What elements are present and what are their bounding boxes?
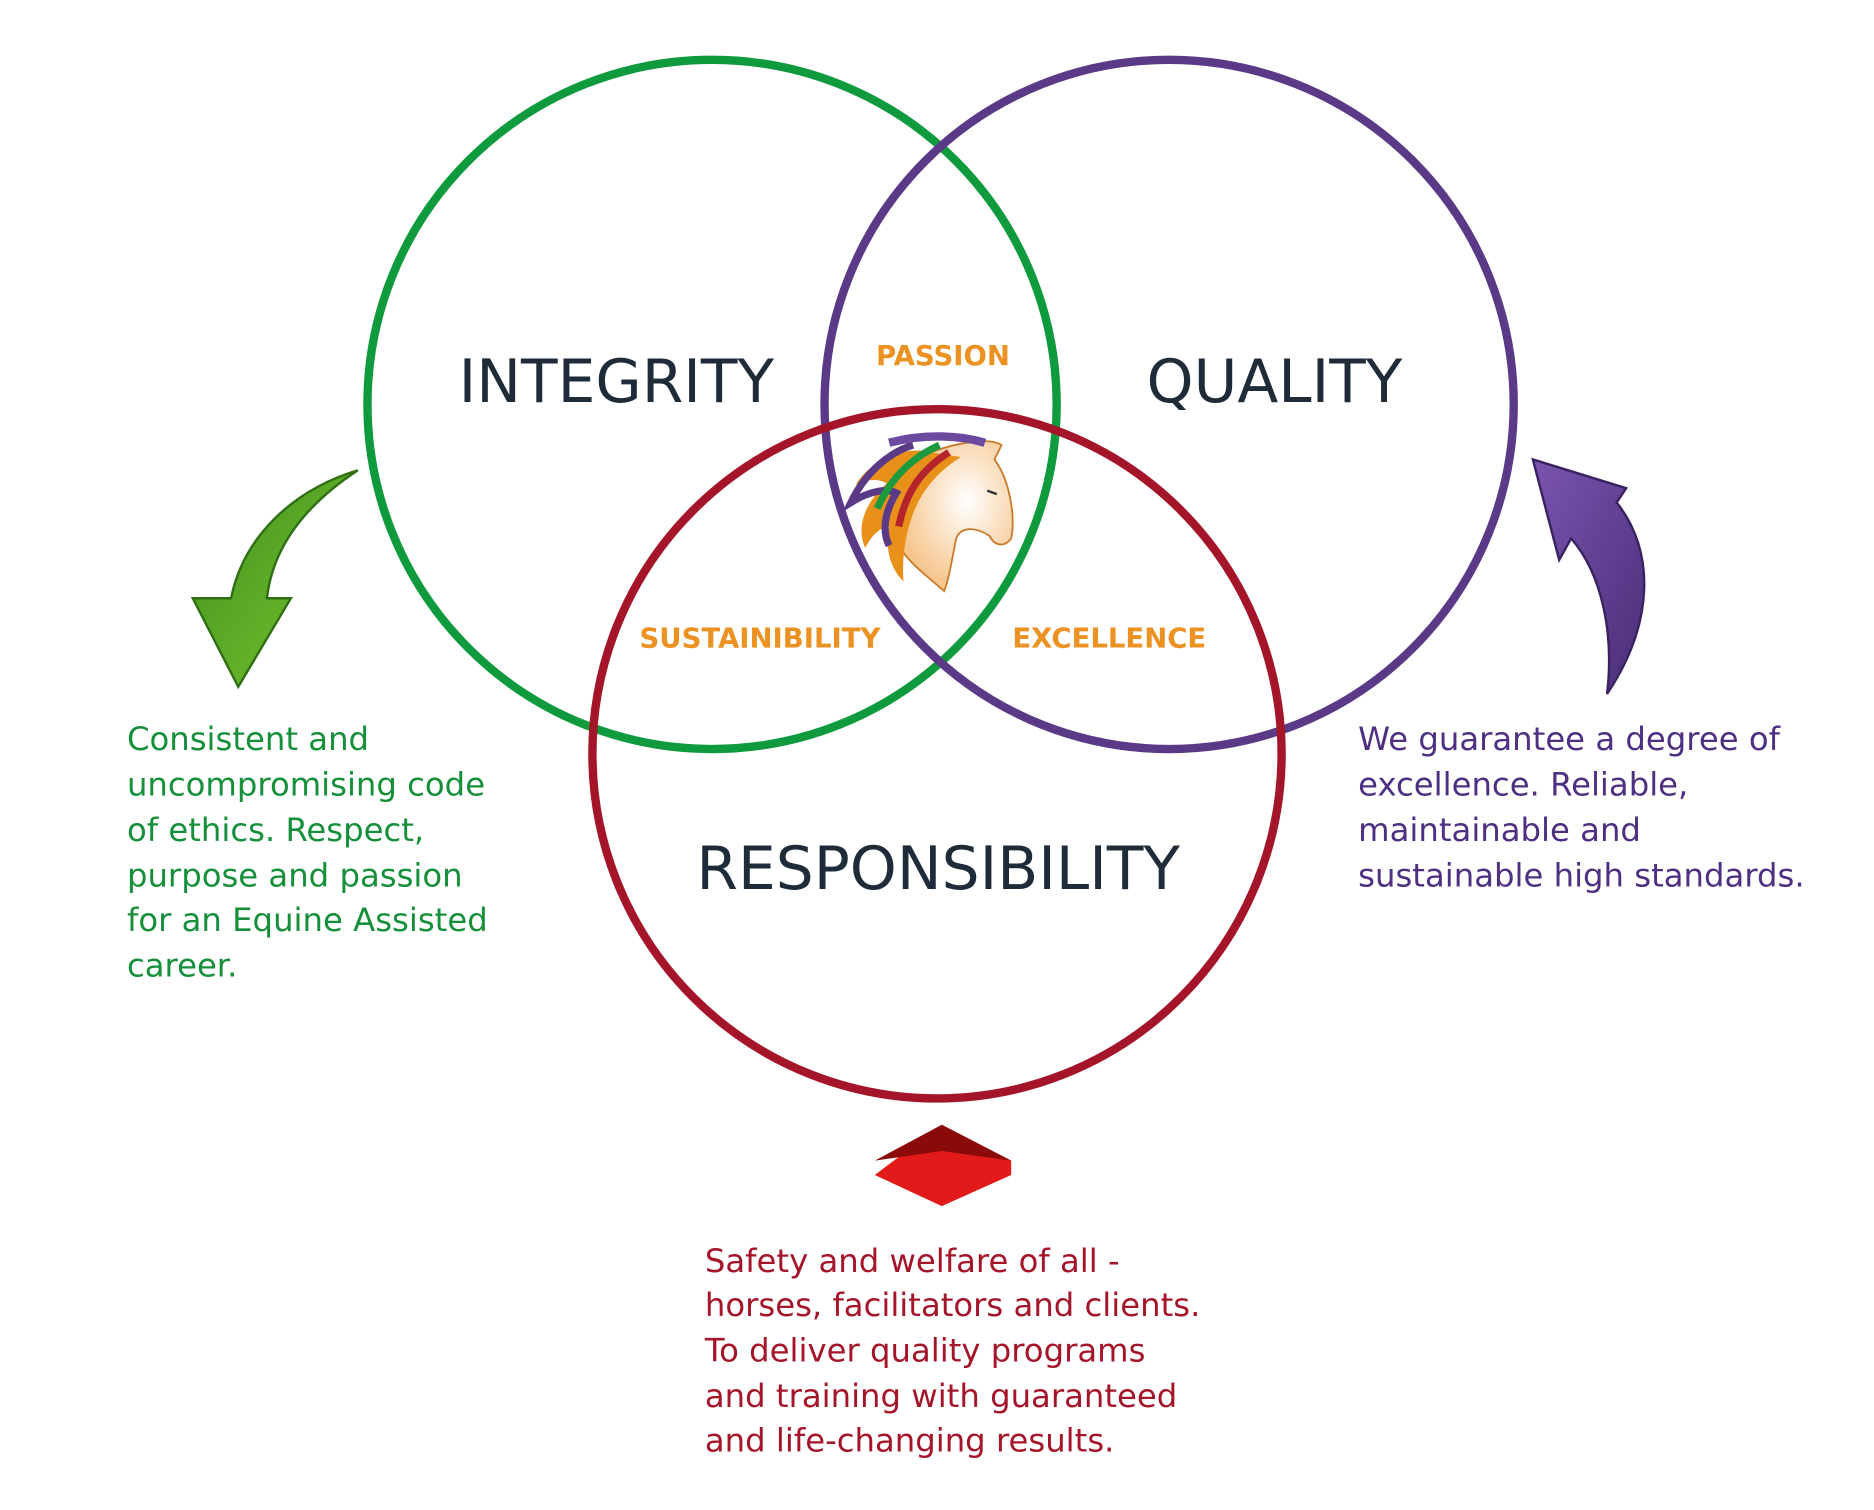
purple-arrow-icon: [1531, 457, 1646, 695]
integrity-description: Consistent and uncompromising code of et…: [127, 720, 498, 984]
quality-description: We guarantee a degree of excellence. Rel…: [1358, 720, 1804, 894]
horse-head-logo: [842, 432, 1014, 593]
responsibility-description: Safety and welfare of all - horses, faci…: [704, 1242, 1211, 1459]
passion-label: PASSION: [876, 340, 1010, 372]
quality-circle: [820, 55, 1518, 754]
green-arrow-icon: [190, 469, 359, 690]
responsibility-circle: [588, 405, 1286, 1103]
responsibility-label: RESPONSIBILITY: [696, 834, 1180, 904]
red-arrow-icon: [874, 1124, 1012, 1207]
sustainibility-label: SUSTAINIBILITY: [639, 622, 881, 654]
integrity-label: INTEGRITY: [459, 347, 775, 417]
integrity-circle: [363, 55, 1061, 754]
excellence-label: EXCELLENCE: [1012, 622, 1206, 654]
quality-label: QUALITY: [1147, 347, 1403, 417]
